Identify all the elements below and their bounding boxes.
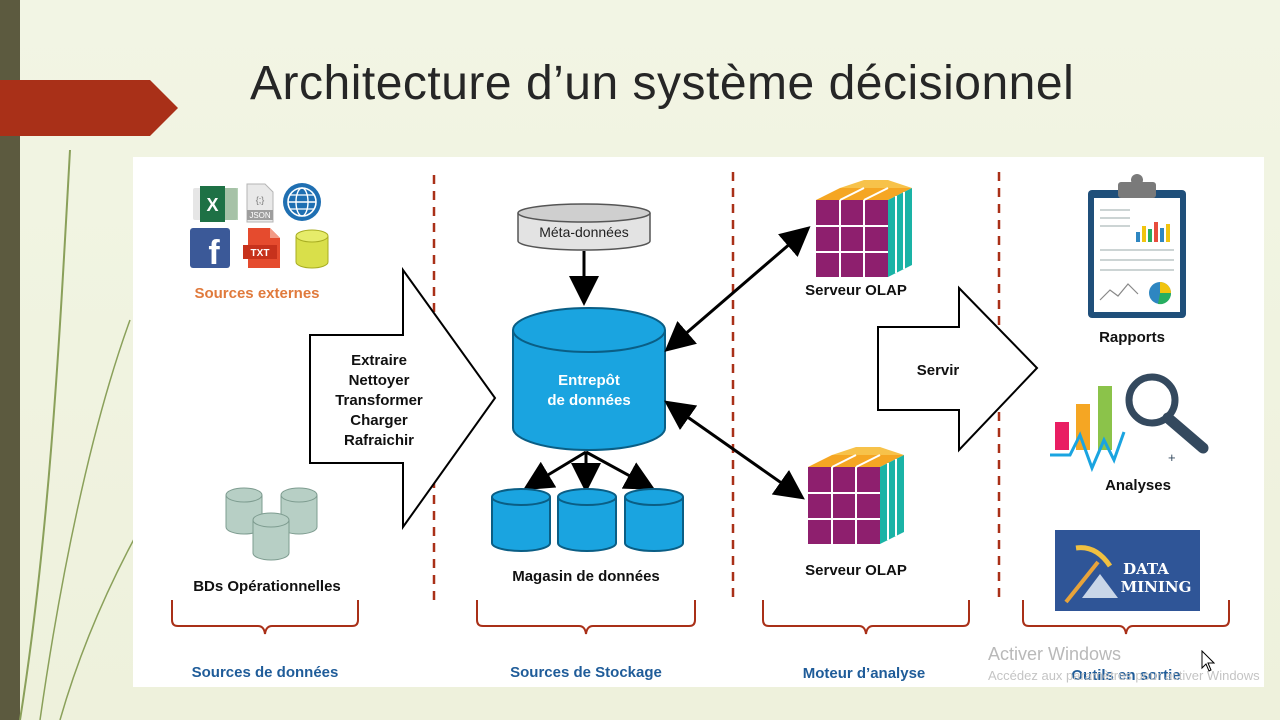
etl-step-extraire: Extraire — [351, 352, 407, 369]
svg-text:f: f — [208, 234, 220, 272]
warehouse-to-marts-arrows — [522, 450, 656, 493]
json-icon: {;} JSON — [246, 183, 274, 223]
warehouse-olap2-arrow — [664, 400, 805, 500]
meta-donnees-label: Méta-données — [539, 224, 629, 240]
svg-text:X: X — [206, 195, 218, 215]
data-mining-icon: DATA MINING — [1055, 530, 1200, 611]
warehouse-cylinder — [512, 307, 666, 451]
operational-databases-icon — [225, 487, 318, 561]
group-label-outils-sortie: Outils en sortie — [1071, 667, 1180, 684]
bds-operationnelles-label: BDs Opérationnelles — [193, 578, 341, 595]
web-globe-icon — [283, 183, 321, 221]
servir-label: Servir — [917, 362, 960, 379]
mouse-cursor-icon — [1201, 650, 1215, 672]
facebook-icon: f — [190, 228, 230, 272]
svg-text:+: + — [1168, 450, 1176, 465]
windows-activation-subtitle: Accédez aux paramètres pour activer Wind… — [988, 668, 1260, 683]
txt-file-icon: TXT — [243, 228, 280, 268]
etl-step-transformer: Transformer — [335, 392, 423, 409]
data-mart-cylinders — [491, 488, 684, 552]
analytics-magnifier-icon: + — [1050, 373, 1209, 473]
magasin-label: Magasin de données — [512, 568, 660, 585]
warehouse-label-line1: Entrepôt — [558, 372, 620, 389]
olap2-label: Serveur OLAP — [805, 562, 907, 579]
windows-activation-title: Activer Windows — [988, 644, 1122, 664]
warehouse-label-line2: de données — [547, 392, 630, 409]
group-label-stockage: Sources de Stockage — [510, 664, 662, 681]
rapports-label: Rapports — [1099, 329, 1165, 346]
svg-text:{;}: {;} — [256, 195, 265, 205]
slide-title: Architecture d’un système décisionnel — [250, 57, 1075, 110]
etl-step-rafraichir: Rafraichir — [344, 432, 414, 449]
group-braces — [171, 600, 1230, 635]
svg-text:MINING: MINING — [1121, 578, 1192, 596]
analyses-label: Analyses — [1105, 477, 1171, 494]
warehouse-olap1-arrow — [664, 226, 811, 352]
svg-text:DATA: DATA — [1123, 560, 1169, 578]
etl-arrow — [309, 266, 497, 531]
etl-step-nettoyer: Nettoyer — [349, 372, 410, 389]
clipboard-report-icon — [1088, 174, 1186, 318]
servir-arrow — [877, 285, 1039, 453]
sources-externes-label: Sources externes — [194, 285, 319, 302]
database-icon — [295, 229, 329, 269]
svg-text:TXT: TXT — [251, 248, 270, 259]
svg-text:JSON: JSON — [249, 211, 271, 220]
etl-steps: Extraire Nettoyer Transformer Charger Ra… — [335, 352, 423, 449]
etl-step-charger: Charger — [350, 412, 408, 429]
metadata-cylinder — [517, 203, 651, 251]
left-decor-band — [0, 0, 20, 720]
title-arrow-shape — [0, 80, 178, 136]
olap-cube-icon-1 — [816, 180, 912, 277]
olap-cube-icon-2 — [808, 447, 904, 544]
group-label-sources-donnees: Sources de données — [192, 664, 339, 681]
group-label-moteur-analyse: Moteur d’analyse — [803, 665, 926, 682]
excel-icon: X — [193, 186, 238, 222]
olap1-label: Serveur OLAP — [805, 282, 907, 299]
